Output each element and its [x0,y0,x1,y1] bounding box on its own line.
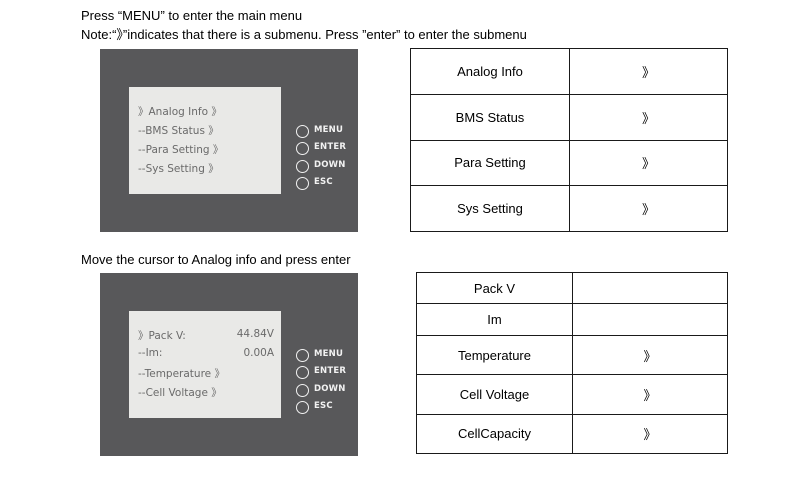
button-label: DOWN [314,384,346,394]
table-cell-value: 》 [569,185,728,232]
table-cell-label: Temperature [416,334,573,376]
table-cell-label: Para Setting [410,139,570,187]
table-row: Pack V [416,271,728,305]
table-cell-label: Sys Setting [410,185,570,232]
button-label: DOWN [314,160,346,170]
table-cell-value: 》 [572,374,728,415]
table-cell-label: Pack V [416,271,573,305]
table-row: Analog Info 》 [410,48,728,95]
button-circle-icon [296,366,309,379]
screen-line: --Para Setting 》 [138,144,224,156]
device-panel-analog-info: 》Pack V: 44.84V --Im: 0.00A --Temperatur… [100,273,358,456]
table-row: Para Setting 》 [410,139,728,187]
button-circle-icon [296,384,309,397]
table-cell-label: Im [416,303,573,336]
button-label: MENU [314,349,344,359]
button-circle-icon [296,401,309,414]
table-cell-value: 》 [569,93,728,141]
submenu-note: Note:“》”indicates that there is a submen… [81,27,527,42]
table-cell-value: 》 [572,413,728,455]
instruction-analog-info: Move the cursor to Analog info and press… [81,252,351,267]
analog-info-table: Pack V Im Temperature 》 Cell Voltage 》 C… [416,271,728,455]
screen-line: --BMS Status 》 [138,125,219,137]
lcd-screen: 》Analog Info 》 --BMS Status 》 --Para Set… [129,87,281,194]
table-row: Cell Voltage 》 [416,374,728,415]
button-label: ENTER [314,142,347,152]
table-cell-value: 》 [569,48,728,95]
screen-line: 》Pack V: 44.84V [138,328,274,342]
table-cell-value [572,271,728,305]
screen-line: --Im: 0.00A [138,347,274,359]
device-panel-main-menu: 》Analog Info 》 --BMS Status 》 --Para Set… [100,49,358,232]
table-row: CellCapacity 》 [416,413,728,455]
main-menu-table: Analog Info 》 BMS Status 》 Para Setting … [410,48,728,232]
table-row: Im [416,303,728,336]
table-cell-value: 》 [572,334,728,376]
table-cell-label: Analog Info [410,48,570,95]
table-cell-label: CellCapacity [416,413,573,455]
screen-line: 》Analog Info 》 [138,106,222,118]
table-row: BMS Status 》 [410,93,728,141]
button-label: ESC [314,401,333,411]
button-label: ENTER [314,366,347,376]
table-cell-label: Cell Voltage [416,374,573,415]
button-circle-icon [296,349,309,362]
button-circle-icon [296,160,309,173]
button-label: ESC [314,177,333,187]
button-circle-icon [296,125,309,138]
screen-line: --Cell Voltage 》 [138,387,222,399]
screen-line: --Sys Setting 》 [138,163,219,175]
instruction-menu: Press “MENU” to enter the main menu [81,8,303,23]
button-circle-icon [296,142,309,155]
screen-line: --Temperature 》 [138,368,225,380]
table-cell-value [572,303,728,336]
lcd-screen: 》Pack V: 44.84V --Im: 0.00A --Temperatur… [129,311,281,418]
button-circle-icon [296,177,309,190]
table-row: Temperature 》 [416,334,728,376]
table-cell-label: BMS Status [410,93,570,141]
button-label: MENU [314,125,344,135]
table-cell-value: 》 [569,139,728,187]
table-row: Sys Setting 》 [410,185,728,232]
